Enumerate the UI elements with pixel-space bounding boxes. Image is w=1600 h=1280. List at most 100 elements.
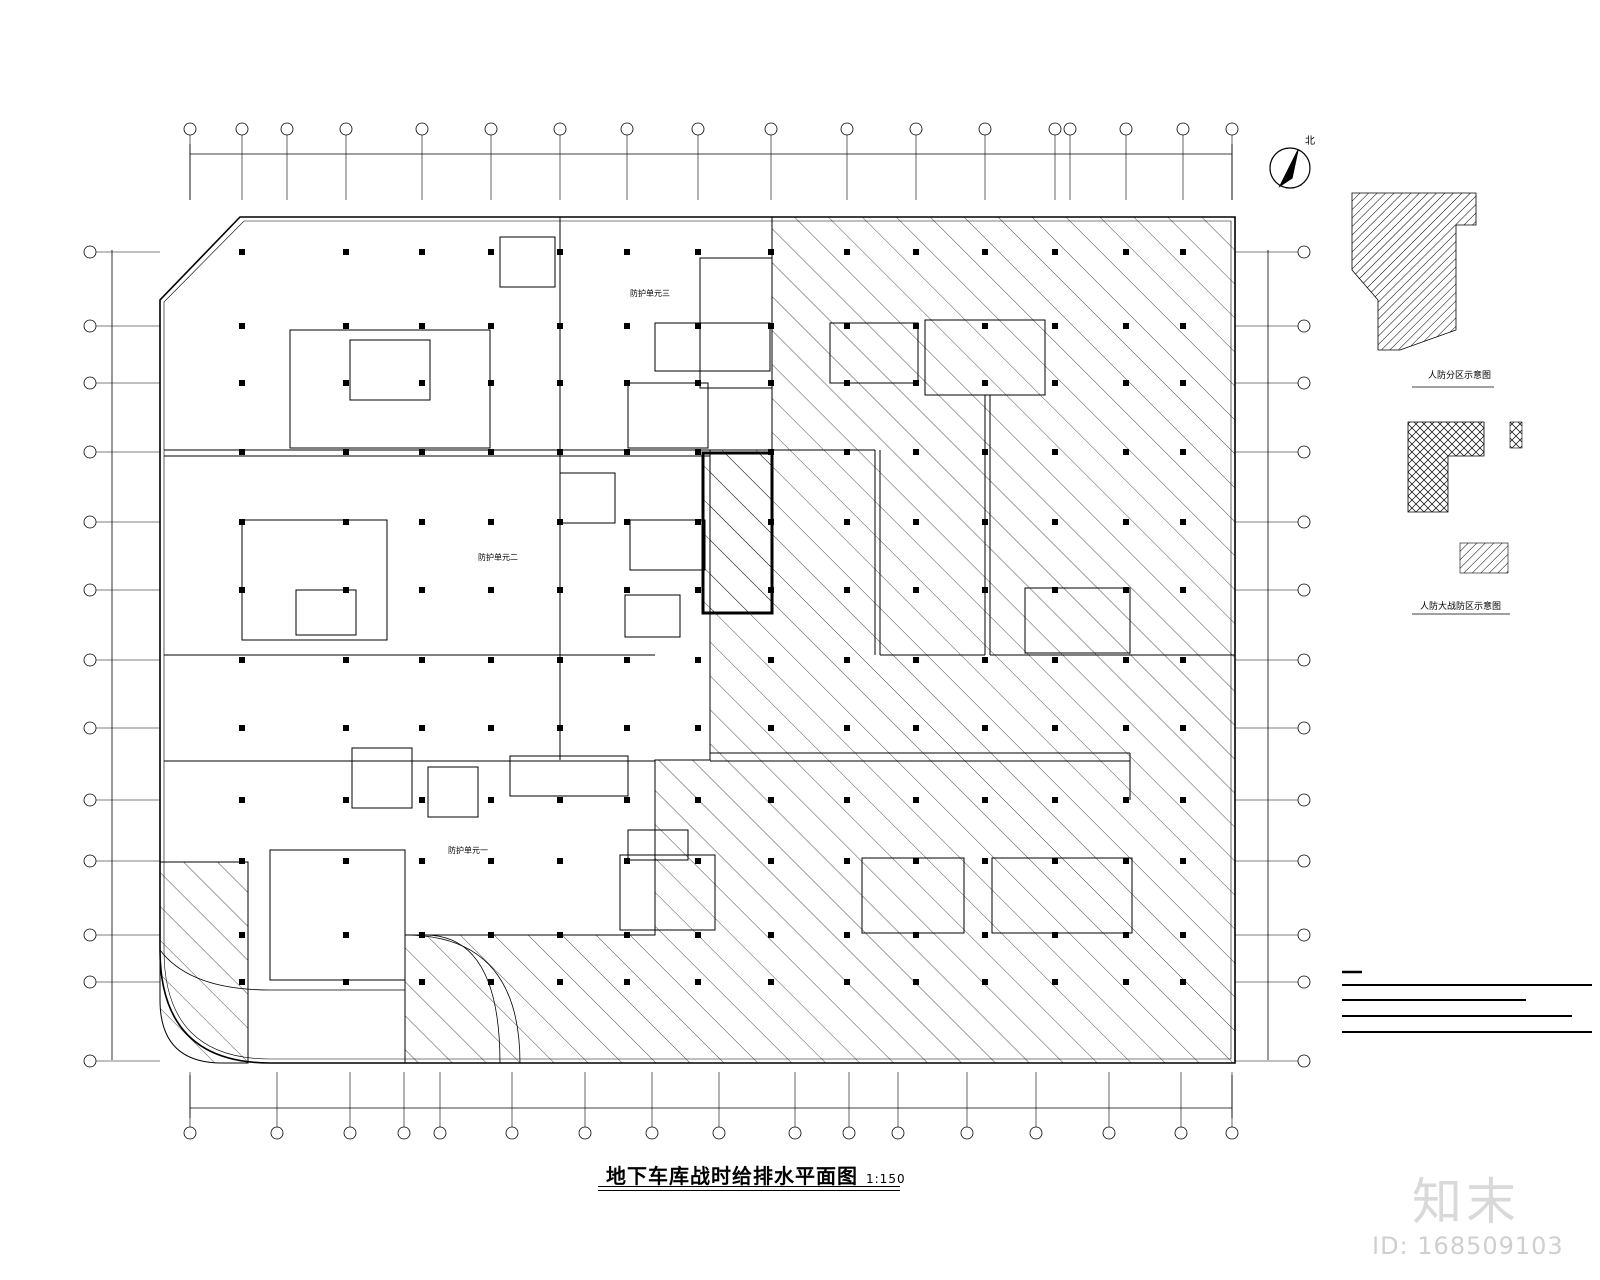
title-underline [598,1186,900,1187]
axis-bubble-bottom [842,1126,856,1140]
side-dimension-lines [111,250,1269,1060]
column [695,657,701,663]
column [1052,323,1058,329]
legend-caption-1: 人防分区示意图 [1428,371,1492,381]
column [913,979,919,985]
zone-label-3: 防护单元三 [630,289,670,298]
column [239,519,245,525]
axis-bubble-bottom [433,1126,447,1140]
axis-bubble-right [1297,376,1311,390]
column [343,380,349,386]
column [768,797,774,803]
column [488,587,494,593]
column [624,725,630,731]
column [695,380,701,386]
axis-bubble-top [691,122,705,136]
column [557,380,563,386]
column [1180,657,1186,663]
column [624,519,630,525]
column [695,249,701,255]
column [1123,519,1129,525]
column [1180,323,1186,329]
column [844,979,850,985]
axis-bubble-top [553,122,567,136]
axis-bubble-bottom [505,1126,519,1140]
column [982,932,988,938]
axis-bubble-left [83,975,97,989]
axis-bubble-right [1297,653,1311,667]
column [1180,449,1186,455]
column [343,449,349,455]
column [343,797,349,803]
column [695,449,701,455]
axis-bubble-top [1176,122,1190,136]
title-underline-double [598,1190,900,1191]
column [1180,380,1186,386]
column [695,979,701,985]
column [913,657,919,663]
axis-bubble-bottom [712,1126,726,1140]
column [695,858,701,864]
axis-bubble-left [83,376,97,390]
column [419,519,425,525]
axis-bubble-bottom [1225,1126,1239,1140]
column [1123,858,1129,864]
column [982,725,988,731]
axis-bubble-top [1063,122,1077,136]
legend-key-plan-1 [1351,192,1494,388]
column [624,858,630,864]
axis-bubble-right [1297,583,1311,597]
column [1180,979,1186,985]
column [239,249,245,255]
column [488,519,494,525]
axis-bubble-top [280,122,294,136]
building-outline [159,216,1236,1064]
column [844,587,850,593]
column [1180,725,1186,731]
column [343,323,349,329]
axis-bubble-top [415,122,429,136]
column [1123,979,1129,985]
column [419,323,425,329]
column [982,979,988,985]
column [1052,932,1058,938]
column [624,249,630,255]
column [768,380,774,386]
north-label: 北 [1305,136,1315,147]
column [768,449,774,455]
column [343,519,349,525]
axis-bubble-right [1297,854,1311,868]
column [1052,519,1058,525]
watermark-logo: 知末 [1412,1173,1520,1231]
column [343,725,349,731]
column [695,932,701,938]
column [844,932,850,938]
zone-label-1: 防护单元一 [448,846,488,855]
column [419,932,425,938]
column [913,449,919,455]
bottom-axis-markers [183,1072,1239,1140]
column [343,657,349,663]
column [1180,858,1186,864]
column [1180,932,1186,938]
axis-bubble-left [83,583,97,597]
column [624,587,630,593]
column [624,657,630,663]
column [239,797,245,803]
column [1052,858,1058,864]
axis-bubble-top [183,122,197,136]
column [913,797,919,803]
drawing-title: 地下车库战时给排水平面图 [606,1164,858,1188]
axis-bubble-top [1225,122,1239,136]
column [488,725,494,731]
column [768,249,774,255]
column [624,449,630,455]
axis-bubble-left [83,653,97,667]
axis-bubble-bottom [270,1126,284,1140]
column [768,323,774,329]
column [557,979,563,985]
column [768,979,774,985]
axis-bubble-top [764,122,778,136]
